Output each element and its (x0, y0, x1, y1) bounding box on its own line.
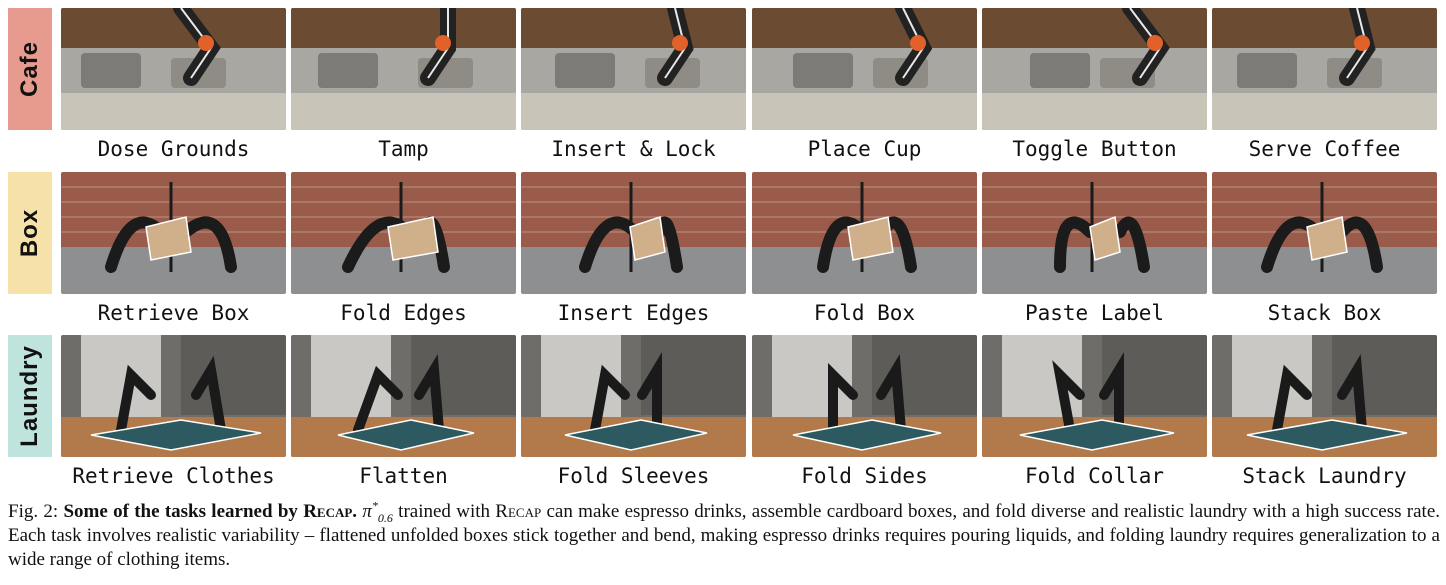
task-image-cafe-1 (61, 8, 286, 130)
figure-caption: Fig. 2: Some of the tasks learned by Rec… (8, 500, 1440, 572)
row-label-text: Laundry (16, 345, 43, 447)
task-image-box-3 (521, 172, 746, 294)
task-label: Dose Grounds (97, 137, 250, 161)
caption-bold-prefix: Some of the tasks learned by Recap. (63, 501, 358, 522)
task-image-laundry-5 (982, 335, 1207, 457)
caption-model-symbol: π*0.6 (362, 498, 393, 525)
task-image-cafe-6 (1212, 8, 1437, 130)
task-label: Retrieve Box (97, 301, 250, 325)
task-label: Fold Edges (340, 301, 467, 325)
row-label-laundry: Laundry (8, 335, 52, 457)
task-image-box-5 (982, 172, 1207, 294)
task-image-box-1 (61, 172, 286, 294)
task-label: Insert & Lock (551, 137, 716, 161)
task-label: Place Cup (807, 137, 922, 161)
row-label-box: Box (8, 172, 52, 294)
row-label-text: Box (16, 208, 43, 258)
task-label: Fold Box (813, 301, 916, 325)
caption-fig-label: Fig. 2: (8, 501, 59, 522)
task-label: Fold Sleeves (557, 464, 710, 488)
task-image-laundry-1 (61, 335, 286, 457)
task-label: Insert Edges (557, 301, 710, 325)
task-label: Fold Sides (801, 464, 928, 488)
task-label: Serve Coffee (1248, 137, 1401, 161)
task-image-laundry-4 (752, 335, 977, 457)
task-image-box-2 (291, 172, 516, 294)
task-image-cafe-2 (291, 8, 516, 130)
task-label: Stack Box (1267, 301, 1382, 325)
task-image-laundry-2 (291, 335, 516, 457)
task-image-cafe-3 (521, 8, 746, 130)
task-label: Retrieve Clothes (72, 464, 275, 488)
caption-text: can make espresso drinks, assemble cardb… (8, 501, 1441, 570)
task-image-box-4 (752, 172, 977, 294)
caption-trained-with: trained with (398, 501, 490, 522)
task-label: Paste Label (1024, 301, 1165, 325)
task-label: Stack Laundry (1242, 464, 1407, 488)
caption-method: Recap (495, 501, 542, 522)
row-label-cafe: Cafe (8, 8, 52, 130)
task-image-laundry-3 (521, 335, 746, 457)
task-image-cafe-5 (982, 8, 1207, 130)
task-label: Flatten (359, 464, 448, 488)
row-label-text: Cafe (16, 40, 43, 98)
task-image-laundry-6 (1212, 335, 1437, 457)
task-image-box-6 (1212, 172, 1437, 294)
task-label: Fold Collar (1024, 464, 1165, 488)
task-label: Tamp (378, 137, 429, 161)
task-image-cafe-4 (752, 8, 977, 130)
task-label: Toggle Button (1012, 137, 1177, 161)
